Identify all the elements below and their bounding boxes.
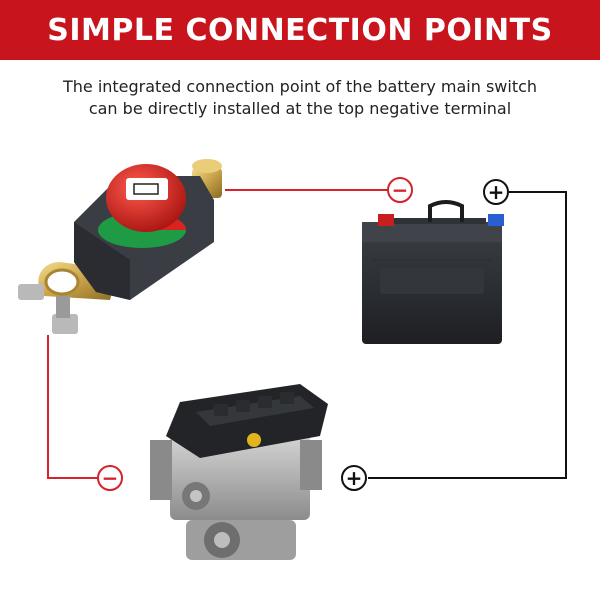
minus-terminal-icon: − <box>387 177 413 203</box>
negative-wire <box>47 189 390 479</box>
positive-wire <box>368 191 567 479</box>
engine-icon <box>150 384 328 560</box>
page-title: SIMPLE CONNECTION POINTS <box>47 12 553 48</box>
description-line-1: The integrated connection point of the b… <box>62 77 538 96</box>
car-battery-icon <box>362 200 504 344</box>
negative-symbol: − <box>392 178 409 202</box>
negative-symbol: − <box>102 466 119 490</box>
positive-symbol: + <box>346 466 363 490</box>
description-line-2: can be directly installed at the top neg… <box>88 99 512 118</box>
positive-symbol: + <box>488 180 505 204</box>
battery-switch-icon <box>18 159 222 334</box>
header-banner: SIMPLE CONNECTION POINTS <box>0 0 600 60</box>
description: The integrated connection point of the b… <box>0 76 600 120</box>
plus-terminal-icon: + <box>483 179 509 205</box>
minus-terminal-icon: − <box>97 465 123 491</box>
plus-terminal-icon: + <box>341 465 367 491</box>
